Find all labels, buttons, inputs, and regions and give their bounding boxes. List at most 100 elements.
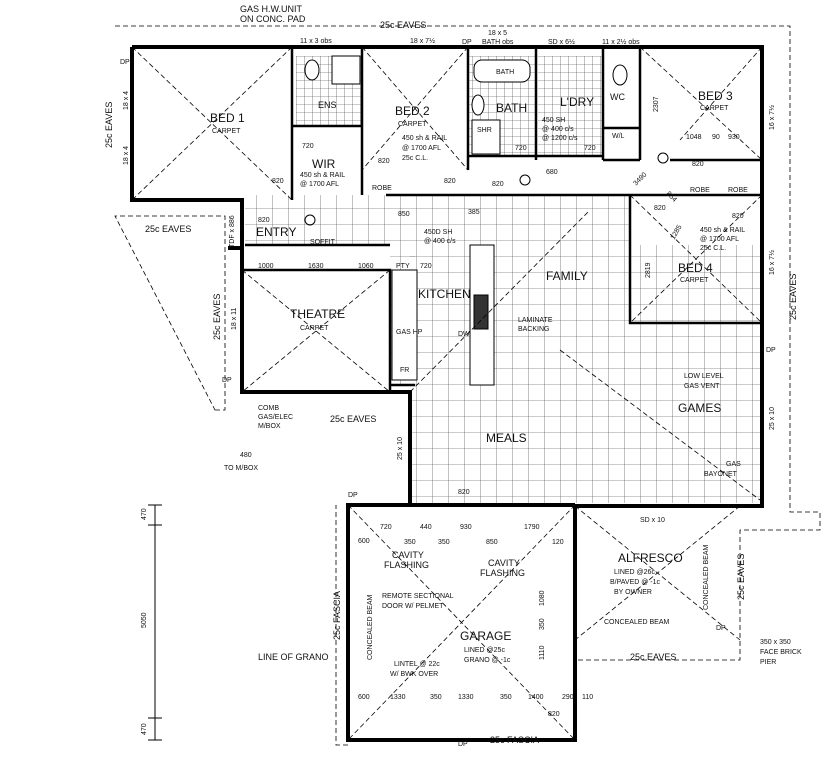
- pier-1: 350 x 350: [760, 639, 791, 646]
- eaves-line: [114, 25, 821, 746]
- dp-4: DP: [222, 377, 232, 384]
- bed1-carpet-lines: [131, 46, 293, 201]
- eaves-top: 25c EAVES: [380, 20, 426, 30]
- dim-120: 120: [552, 539, 564, 546]
- to-mbox: TO M/BOX: [224, 465, 258, 472]
- bed1-carpet-tag: CARPET: [212, 128, 241, 135]
- dim-90: 90: [712, 134, 720, 141]
- fascia-bottom: 25c FASCIA: [490, 735, 539, 745]
- bed4-carpet-tag: CARPET: [680, 277, 709, 284]
- bath-shower: [471, 119, 501, 155]
- bed4-shelf-1: 450 sh & RAIL: [700, 227, 745, 234]
- concealed-beam-right: CONCEALED BEAM: [703, 544, 710, 610]
- dim-1400: 1400: [528, 694, 544, 701]
- eaves-bottom: 25c EAVES: [630, 652, 676, 662]
- cavity-1a: CAVITY: [392, 550, 424, 560]
- kitchen-label: KITCHEN: [418, 287, 471, 301]
- cavity-2b: FLASHING: [480, 568, 525, 578]
- dim-820-bed4b: 820: [732, 213, 744, 220]
- dim-720-ens: 720: [302, 143, 314, 150]
- bed2-shelf-2: @ 1700 AFL: [402, 145, 441, 152]
- alfresco-diagonals: [574, 505, 741, 641]
- bath-obs-2: BATH obs: [482, 39, 514, 46]
- theatre-carpet-tag: CARPET: [300, 325, 329, 332]
- fridge-label: FR: [400, 367, 409, 374]
- dim-1110: 1110: [539, 645, 546, 660]
- dim-820-meals: 820: [458, 489, 470, 496]
- ens-label: ENS: [318, 100, 337, 110]
- robe-label-bed2: ROBE: [372, 185, 392, 192]
- dp-5: DP: [348, 492, 358, 499]
- dim-820-garage: 820: [548, 711, 560, 718]
- garage-lined-2: GRANO @ -1c: [464, 657, 511, 664]
- bed2-label: BED 2: [395, 104, 430, 118]
- obs-11x2: 11 x 2½ obs: [602, 38, 640, 46]
- window-bed1-b: 18 x 4: [123, 146, 130, 165]
- smoke-detector-bed4: [657, 152, 669, 164]
- wl-label: W/L: [612, 133, 625, 140]
- dim-1000: 1000: [258, 263, 274, 270]
- dim-290: 290: [562, 694, 574, 701]
- family-diagonals: [409, 209, 761, 501]
- ldry-shelf-2: @ 400 c/s: [542, 126, 574, 133]
- ens-shower: [331, 55, 361, 85]
- dim-110: 110: [582, 694, 593, 701]
- dim-930-garage: 930: [460, 524, 472, 531]
- bed4-label: BED 4: [678, 261, 713, 275]
- cavity-2a: CAVITY: [488, 558, 520, 568]
- dim-820-hall: 820: [444, 178, 456, 185]
- dim-820-bed1: 820: [272, 178, 284, 185]
- tdf-note: TDF x 886: [229, 215, 236, 248]
- robe-label-bed4b: ROBE: [728, 187, 748, 194]
- robe-label-bed4a: ROBE: [690, 187, 710, 194]
- tiled-wet-area: [538, 56, 603, 156]
- wc-toilet: [612, 64, 628, 86]
- obs-11x3: 11 x 3 obs: [300, 38, 332, 45]
- bath-tub: [473, 59, 531, 83]
- dp-6: DP: [458, 741, 468, 748]
- concealed-beam-garage: CONCEALED BEAM: [367, 594, 374, 660]
- bed4-shelf-2: @ 1700 AFL: [700, 236, 739, 243]
- bed3-label: BED 3: [698, 89, 733, 103]
- dim-680: 680: [546, 169, 558, 176]
- sd-6: SD x 6½: [548, 38, 575, 46]
- gas-hp-label: GAS HP: [396, 329, 423, 336]
- ldry-shelf-3: @ 1200 c/s: [542, 135, 578, 142]
- garage-lined-1: LINED @25c: [464, 647, 505, 654]
- pier-2: FACE BRICK: [760, 649, 802, 656]
- dim-820-entry: 820: [258, 217, 270, 224]
- comb-2: GAS/ELEC: [258, 414, 293, 421]
- bed2-shelf-1: 450 sh & RAIL: [402, 135, 447, 142]
- dim-2819: 2819: [645, 262, 652, 278]
- wir-shelf-2: @ 1700 AFL: [300, 181, 339, 188]
- gas-vent-1: LOW LEVEL: [684, 373, 724, 380]
- dim-820-bed2: 820: [378, 158, 390, 165]
- theatre-label: THEATRE: [290, 307, 345, 321]
- pier-3: PIER: [760, 659, 776, 666]
- dim-470-bottom: 470: [141, 723, 148, 735]
- tiled-living-area: [245, 195, 630, 245]
- bed2-shelf-3: 25c C.L.: [402, 155, 428, 162]
- alf-lined-2: B/PAVED @ -1c: [610, 579, 661, 586]
- dim-1080: 1080: [539, 590, 546, 606]
- cavity-1b: FLASHING: [384, 560, 429, 570]
- dp-3: DP: [766, 347, 776, 354]
- comb-3: M/BOX: [258, 423, 281, 430]
- eaves-right: 25c EAVES: [788, 274, 798, 320]
- dim-385: 385: [468, 209, 480, 216]
- eaves-theatre: 25c EAVES: [212, 294, 222, 340]
- dim-350-c: 350: [430, 694, 442, 701]
- alfresco-label: ALFRESCO: [618, 551, 683, 565]
- dim-600-top: 600: [358, 538, 370, 545]
- window-bed3: 16 x 7½: [768, 105, 776, 130]
- bath-obs-1: 18 x 5: [488, 30, 507, 37]
- dim-930: 930: [728, 134, 740, 141]
- dim-820-bed3: 820: [692, 161, 704, 168]
- kitchen-bench: [391, 269, 418, 381]
- gas-vent-2: GAS VENT: [684, 383, 720, 390]
- gas-hw-note-2: ON CONC. PAD: [240, 14, 306, 24]
- dim-850-garage: 850: [486, 539, 498, 546]
- obs-18x7: 18 x 7½: [410, 37, 435, 45]
- window-games: 25 x 10: [769, 407, 776, 430]
- gas-bayonet-2: BAYONET: [704, 471, 738, 478]
